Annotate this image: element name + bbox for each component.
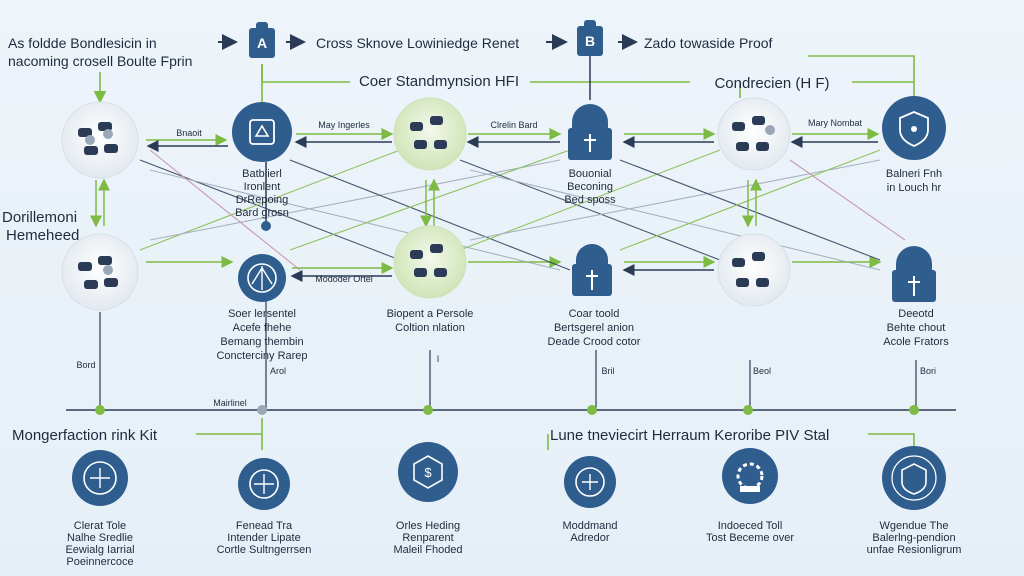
section-title-right: Condrecien (H F) [714, 75, 830, 92]
bottom-caption-line: Balerlng-pendion [872, 532, 956, 544]
vert-label-5: Beol [752, 366, 771, 376]
caption-c1-line: Batblierl [242, 168, 282, 180]
lock-node-r2c6 [892, 246, 936, 302]
header-left-line2: nacoming crosell Boulte Fprin [8, 53, 193, 69]
caption-c3-line: Soer lersentel [228, 308, 296, 320]
bottom-caption-line: Renparent [402, 532, 454, 544]
vert-label-3: I [436, 354, 440, 364]
lock-node-r2c4 [572, 244, 612, 296]
cluster-node-r1c1 [61, 101, 139, 179]
frame-lines [93, 55, 915, 104]
caption-c3-line: Bemang thembin [220, 336, 304, 348]
section-title-bottom-right: Lune tneviecirt Herraum Keroribe PIV Sta… [550, 427, 830, 444]
box-a: A [249, 22, 275, 58]
left-side-line1: Dorillemoni [2, 209, 78, 226]
edge-label-mid4: Mary Nombat [807, 118, 862, 128]
bottom-caption-line: Tost Beceme over [705, 532, 795, 544]
edge-label-mid2: May Ingerles [318, 120, 370, 130]
bottom-icon-5 [722, 448, 778, 504]
section-title-bottom-left: Mongerfaction rink Kit [12, 427, 158, 444]
caption-c3-line: Acefe fhehe [232, 322, 292, 334]
bottom-frame [196, 418, 915, 450]
bottom-caption-line: Maleil Fhoded [393, 544, 463, 556]
caption-c1-line: Ironlent [243, 181, 281, 193]
badge-node-r1c2 [232, 102, 292, 162]
bottom-icon-3: $ [398, 442, 458, 502]
compass-node-r2c2 [238, 221, 286, 302]
caption-c6-line: Acole Frators [883, 336, 949, 348]
bottom-caption-line: Orles Heding [395, 520, 461, 532]
svg-text:$: $ [424, 465, 432, 480]
drop-lines [99, 300, 917, 410]
caption-c6-line: Deeotd [898, 308, 934, 320]
bottom-caption-line: Indoeced Toll [717, 520, 783, 532]
caption-c2-line: Bouonial [568, 168, 612, 180]
cluster-node-r1c5 [717, 97, 791, 171]
header-right: Zado towaside Proof [644, 35, 773, 51]
caption-c4-line: Coltion nlation [395, 322, 465, 334]
timeline-left-label: Mairlinel [213, 398, 247, 408]
bottom-caption-line: Intender Lipate [227, 532, 301, 544]
bottom-caption-line: Clerat Tole [73, 520, 127, 532]
row1-links [146, 128, 880, 152]
right-side-line2: in Louch hr [886, 182, 942, 194]
vert-label-4: Bril [601, 366, 615, 376]
bottom-icon-4 [564, 456, 616, 508]
cluster-node-r2c3 [393, 225, 467, 299]
caption-c6-line: Behte chout [886, 322, 946, 334]
bottom-icon-2 [238, 458, 290, 510]
vert-label-1: Bord [76, 360, 96, 370]
cluster-node-r1c3 [393, 97, 467, 171]
bottom-caption-line: Fenead Tra [235, 520, 293, 532]
caption-c2-line: Bed sposs [564, 194, 616, 206]
caption-c5-line: Deade Crood cotor [547, 336, 641, 348]
edge-label-mid3: Clrelin Bard [490, 120, 538, 130]
bottom-caption-line: Wgendue The [879, 520, 949, 532]
lock-node-r1c4 [568, 104, 612, 160]
caption-c1-line: DrRepoing [235, 194, 289, 206]
section-title-center: Coer Standmynsion HFI [358, 73, 520, 90]
cross-mesh [139, 149, 906, 271]
bottom-icon-1 [72, 450, 128, 506]
vertical-links [90, 162, 762, 228]
bottom-caption-line: Eewialg Iarrial [65, 544, 135, 556]
caption-c5-line: Coar toold [568, 308, 620, 320]
bottom-caption-line: unfae Resionligrum [866, 544, 962, 556]
bottom-icon-6 [882, 446, 946, 510]
box-b: B [577, 20, 603, 56]
cluster-node-r2c5 [717, 233, 791, 307]
bottom-caption-line: Poeinnercoce [66, 556, 134, 568]
caption-c3-line: Concterciny Rarep [216, 350, 308, 362]
shield-node-r1c6 [882, 96, 946, 160]
cluster-node-r2c1 [61, 233, 139, 311]
timeline [66, 405, 956, 415]
row2-links [146, 256, 882, 282]
caption-c2-line: Beconing [567, 181, 613, 193]
edge-label-lower-mid: Mododer Ortel [315, 274, 373, 284]
bottom-caption-line: Moddmand [562, 520, 618, 532]
bottom-caption-line: Adredor [570, 532, 610, 544]
caption-c5-line: Bertsgerel anion [553, 322, 635, 334]
vert-label-2: Arol [269, 366, 286, 376]
caption-c4-line: Biopent a Persole [386, 308, 474, 320]
edge-label-mid1: Bnaoit [176, 128, 202, 138]
left-side-line2: Hemeheed [6, 227, 80, 244]
header-mid: Cross Sknove Lowiniedge Renet [316, 35, 520, 51]
vert-label-6: Bori [919, 366, 936, 376]
caption-c1-line: Bard grosn [235, 207, 289, 219]
bottom-caption-line: Cortle Sultngerrsen [216, 544, 312, 556]
right-side-line1: Balneri Fnh [885, 168, 943, 180]
bottom-caption-line: Nalhe Sredlie [66, 532, 134, 544]
header-left-line1: As foldde Bondlesicin in [8, 35, 157, 51]
